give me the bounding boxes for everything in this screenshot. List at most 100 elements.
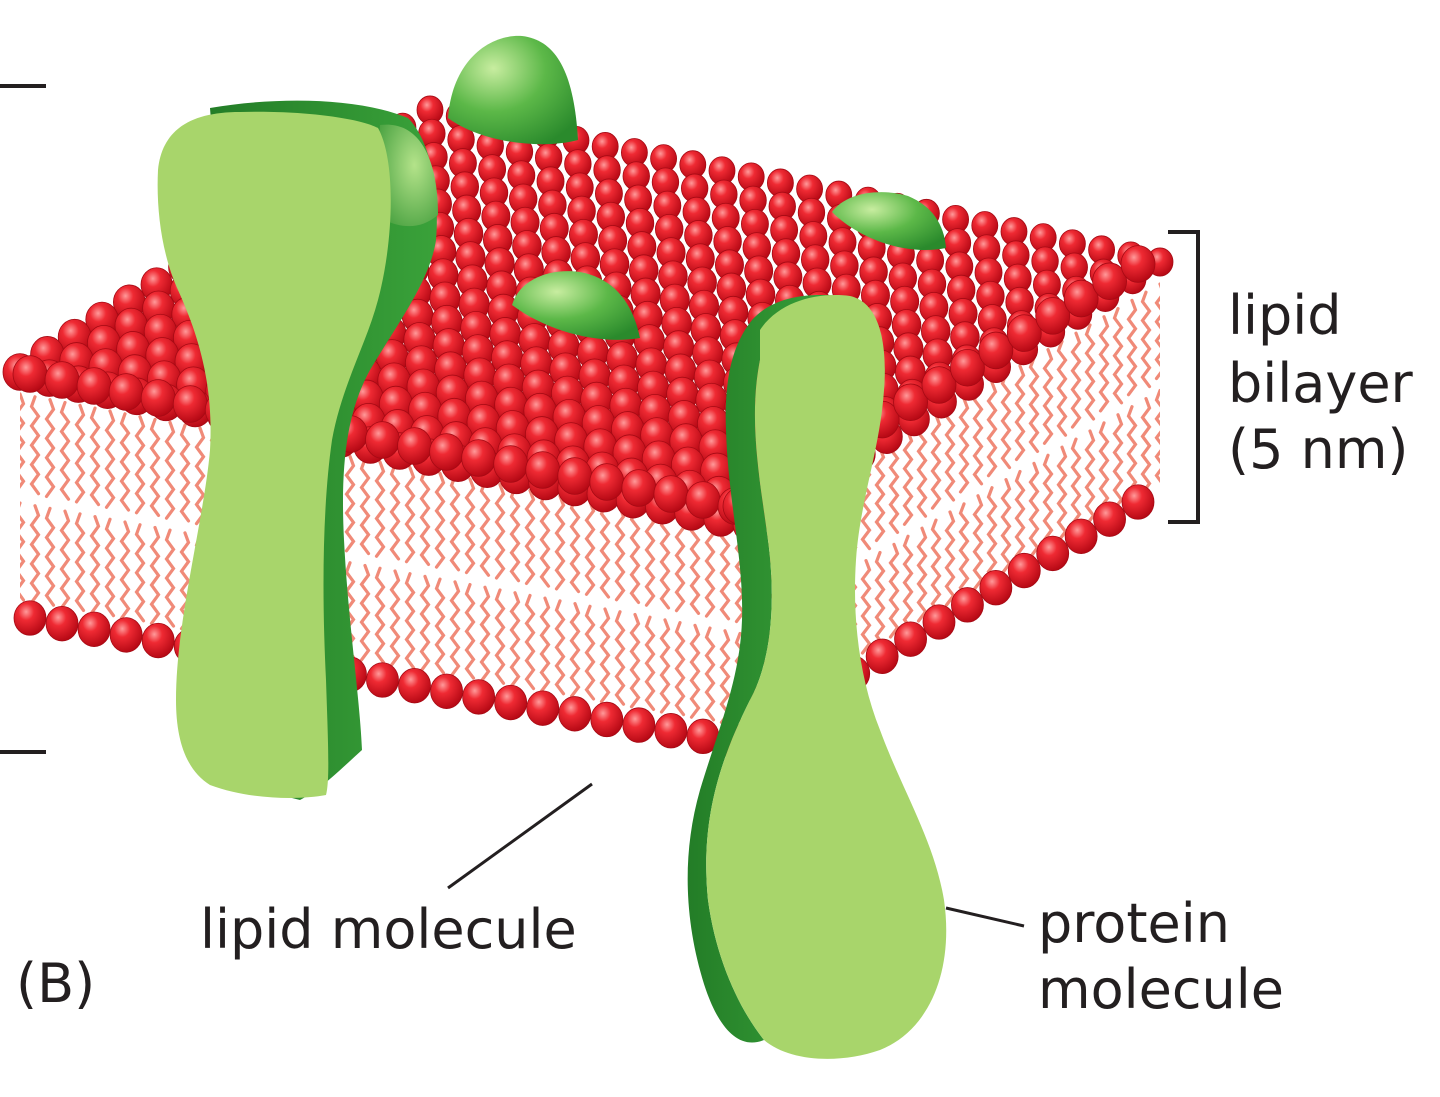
lipid-tail: [1154, 388, 1160, 487]
lipid-tail: [344, 454, 356, 553]
lipid-tail: [494, 483, 506, 580]
lipid-tail: [359, 457, 371, 556]
lipid-head-icon: [558, 696, 592, 732]
lipid-tail: [404, 572, 416, 670]
lipid-tail: [704, 626, 716, 722]
lipid-head-icon: [621, 469, 657, 507]
lipid-tail: [614, 610, 626, 706]
lipid-tail: [119, 412, 131, 512]
lipid-head-icon: [462, 679, 496, 715]
lipid-tail: [1140, 397, 1152, 495]
lipid-head-icon: [140, 379, 176, 417]
lipid-tail: [509, 591, 521, 688]
lipid-tail: [614, 505, 626, 602]
lipid-tail: [554, 599, 566, 696]
lipid-tail: [479, 480, 491, 577]
lipid-tail: [419, 574, 431, 672]
lipid-tail: [1084, 323, 1096, 421]
lipid-tail: [1000, 372, 1012, 470]
lipid-tail: [986, 486, 998, 583]
lipid-tail: [539, 491, 551, 588]
lipid-head-icon: [950, 348, 985, 387]
lipid-head-icon: [1120, 245, 1156, 283]
lipid-tail: [902, 534, 914, 631]
lipid-tail: [524, 488, 536, 586]
lipid-head-icon: [77, 611, 111, 647]
lipid-head-icon: [979, 570, 1013, 606]
lipid-tail: [874, 550, 886, 647]
lipid-tail: [89, 406, 101, 507]
lipid-tail: [1070, 331, 1082, 429]
lipid-tail: [629, 508, 641, 605]
lipid-head-icon: [865, 638, 899, 674]
lipid-tail: [74, 403, 86, 504]
lipid-tail: [20, 392, 26, 493]
lipid-head-icon: [493, 445, 529, 483]
lipid-tail: [874, 446, 886, 543]
lipid-tail: [944, 405, 956, 502]
transmembrane-protein-icon: [687, 295, 947, 1059]
lipid-tail: [719, 629, 731, 724]
lipid-tail: [674, 517, 686, 613]
lipid-molecule-leader: [447, 782, 593, 890]
lipid-head-icon: [951, 587, 984, 623]
lipid-bilayer-label-line3: (5 nm): [1228, 418, 1408, 481]
lipid-tail: [164, 528, 176, 628]
lipid-head-icon: [366, 662, 399, 698]
lipid-head-icon: [1064, 518, 1098, 554]
lipid-tail: [944, 510, 956, 607]
lipid-tail: [599, 502, 611, 599]
lipid-head-icon: [76, 367, 112, 405]
lipid-tail: [1098, 421, 1110, 519]
lipid-tail: [1014, 469, 1026, 567]
lipid-tail: [539, 596, 551, 693]
protein-molecule-label-line1: protein: [1038, 892, 1230, 955]
lipid-tail: [434, 471, 446, 569]
lipid-tail: [1056, 339, 1068, 437]
lipid-tail: [972, 389, 984, 486]
lipid-tail: [644, 615, 656, 711]
lipid-tail: [449, 474, 461, 572]
lipid-tail: [29, 395, 41, 496]
lipid-head-icon: [590, 701, 624, 738]
lipid-head-icon: [45, 605, 79, 642]
lipid-tail: [916, 526, 928, 623]
lipid-head-icon: [653, 475, 689, 513]
lipid-head-icon: [1006, 314, 1042, 352]
lipid-head-icon: [44, 361, 80, 399]
lipid-tail: [1098, 315, 1110, 413]
lipid-head-icon: [365, 421, 400, 459]
lipid-bilayer-label-line1: lipid: [1228, 284, 1342, 347]
lipid-tail: [389, 463, 401, 561]
bilayer-bracket: [1168, 230, 1200, 524]
lipid-tail: [958, 502, 970, 599]
lipid-head-icon: [589, 463, 625, 501]
lipid-head-icon: [109, 617, 143, 653]
lipid-head-icon: [1007, 552, 1041, 589]
lipid-tail: [134, 415, 146, 515]
lipid-tail: [1126, 298, 1138, 397]
lipid-tail: [494, 588, 506, 685]
lipid-tail: [44, 506, 56, 607]
lipid-tail: [119, 520, 131, 620]
lipid-tail: [569, 497, 581, 594]
lipid-tail: [659, 618, 671, 714]
lipid-head-icon: [108, 373, 144, 411]
lipid-tail: [359, 563, 371, 662]
lipid-tail: [434, 577, 446, 675]
lipid-tail: [554, 494, 566, 591]
lipid-head-icon: [526, 690, 560, 726]
lipid-tail: [194, 426, 206, 526]
lipid-head-icon: [525, 451, 561, 489]
lipid-head-icon: [398, 667, 431, 704]
lipid-tail: [584, 500, 596, 596]
lipid-tail: [689, 519, 701, 615]
bracket-icon: [0, 84, 46, 754]
lipid-tail: [1154, 282, 1160, 381]
lipid-head-icon: [429, 433, 464, 471]
lipid-tail: [1000, 478, 1012, 575]
lipid-tail: [1042, 453, 1054, 551]
lipid-head-icon: [1035, 297, 1071, 335]
lipid-tail: [104, 409, 116, 509]
